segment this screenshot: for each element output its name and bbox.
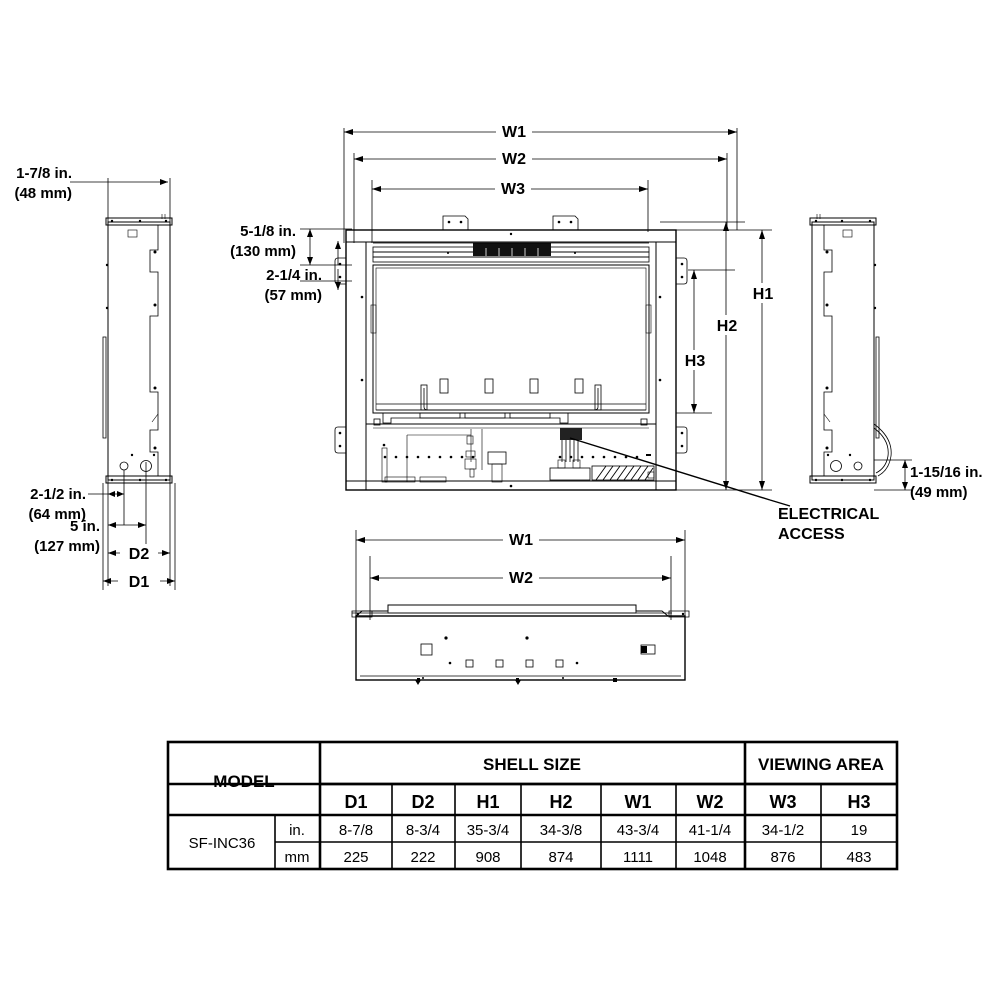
front-view-body [334, 215, 688, 491]
table-cell-mm-h1: 908 [475, 849, 500, 866]
right-side-view: 1-15/16 in. (49 mm) [809, 214, 983, 501]
dim-left-hole-spacing [108, 522, 146, 528]
table-cell-in-w1: 43-3/4 [617, 822, 660, 839]
table-cell-mm-w2: 1048 [693, 849, 726, 866]
table-cell-mm-w1: 1111 [623, 849, 653, 866]
wiring-bundle [549, 428, 591, 481]
dim-left-offset [88, 491, 124, 497]
dim-label-right-depth-mm: (49 mm) [910, 484, 968, 501]
table-col-header-w1: W1 [625, 792, 652, 812]
right-side-body [809, 214, 892, 484]
table-col-header-h2: H2 [549, 792, 572, 812]
top-louver-band [372, 242, 650, 263]
bottom-plan-body [351, 604, 690, 685]
dim-left-depth-top [70, 179, 168, 185]
label-electrical-access-line2: ACCESS [778, 526, 845, 543]
table-cell-in-h2: 34-3/8 [540, 822, 583, 839]
dim-label-w2-bottom: W2 [509, 570, 533, 587]
dim-w2-bottom [370, 568, 671, 587]
bottom-plan-view: W1 W2 [351, 530, 690, 685]
dim-w1-bottom [356, 530, 685, 549]
dim-w3-top [372, 179, 648, 198]
table-col-header-d1: D1 [344, 792, 367, 812]
table-cell-mm-h2: 874 [548, 849, 573, 866]
dim-label-w3-top: W3 [501, 181, 525, 198]
dim-label-right-depth-in: 1-15/16 in. [910, 464, 983, 481]
dim-label-left-hole-in: 5 in. [70, 518, 100, 535]
table-cell-in-h1: 35-3/4 [467, 822, 510, 839]
table-cell-mm-w3: 876 [770, 849, 795, 866]
dim-label-left-depth-top-in: 1-7/8 in. [16, 165, 72, 182]
table-group-header-shell-size: SHELL SIZE [483, 755, 581, 774]
dim-label-d2: D2 [129, 546, 150, 563]
dim-w2-top [354, 149, 727, 168]
dim-label-h1: H1 [753, 286, 774, 303]
front-view: W1 W2 W3 [230, 122, 880, 543]
dim-label-front-top-mm: (130 mm) [230, 243, 296, 260]
table-col-header-d2: D2 [411, 792, 434, 812]
spec-table: MODEL SHELL SIZE VIEWING AREA D1 D2 H1 H… [166, 740, 899, 871]
dim-label-left-hole-mm: (127 mm) [34, 538, 100, 555]
dim-label-h2: H2 [717, 318, 738, 335]
dim-label-w1-bottom: W1 [509, 532, 533, 549]
dim-right-depth-bottom [874, 459, 912, 491]
frame-rivets [360, 232, 662, 382]
table-col-header-h3: H3 [847, 792, 870, 812]
table-col-header-w3: W3 [770, 792, 797, 812]
electrical-access-leader [569, 437, 791, 507]
dim-label-front-second-mm: (57 mm) [264, 287, 322, 304]
table-cell-mm-h3: 483 [846, 849, 871, 866]
table-col-header-h1: H1 [476, 792, 499, 812]
dim-d2 [108, 544, 170, 562]
hatched-plate [591, 465, 655, 481]
table-cell-in-d1: 8-7/8 [339, 822, 373, 839]
dim-label-left-depth-top-mm: (48 mm) [14, 185, 72, 202]
height-dimensions [660, 221, 778, 491]
table-cell-unit-mm: mm [285, 849, 310, 866]
table-group-header-viewing-area: VIEWING AREA [758, 755, 884, 774]
dim-label-d1: D1 [129, 574, 150, 591]
label-electrical-access-line1: ELECTRICAL [778, 506, 880, 523]
table-cell-mm-d2: 222 [410, 849, 435, 866]
dim-label-w1-top: W1 [502, 124, 526, 141]
dim-label-front-second-in: 2-1/4 in. [266, 267, 322, 284]
left-side-view: 1-7/8 in. (48 mm) 2-1/2 in. (64 mm) 5 in… [14, 165, 176, 591]
dim-front-top-offsets [300, 228, 352, 290]
table-cell-in-h3: 19 [851, 822, 868, 839]
gas-control-assembly [381, 429, 507, 483]
table-col-header-w2: W2 [697, 792, 724, 812]
dim-label-left-offset-mm: (64 mm) [28, 506, 86, 523]
table-cell-in-d2: 8-3/4 [406, 822, 440, 839]
table-cell-in-w2: 41-1/4 [689, 822, 732, 839]
table-cell-unit-in: in. [289, 822, 305, 839]
table-cell-in-w3: 34-1/2 [762, 822, 805, 839]
grate-bar [373, 412, 649, 424]
table-cell-model: SF-INC36 [189, 835, 256, 852]
side-mounting-brackets [334, 257, 688, 454]
dim-label-h3: H3 [685, 353, 706, 370]
table-cell-mm-d1: 225 [343, 849, 368, 866]
dim-label-w2-top: W2 [502, 151, 526, 168]
top-mounting-tabs [442, 215, 579, 231]
dim-d1 [102, 483, 176, 590]
left-side-body [102, 214, 173, 484]
burner-assembly [376, 378, 646, 411]
table-group-header-model: MODEL [213, 772, 274, 791]
lower-screw-dots [383, 455, 639, 459]
dim-w1-top [344, 122, 737, 141]
dim-label-left-offset-in: 2-1/2 in. [30, 486, 86, 503]
dim-label-front-top-in: 5-1/8 in. [240, 223, 296, 240]
